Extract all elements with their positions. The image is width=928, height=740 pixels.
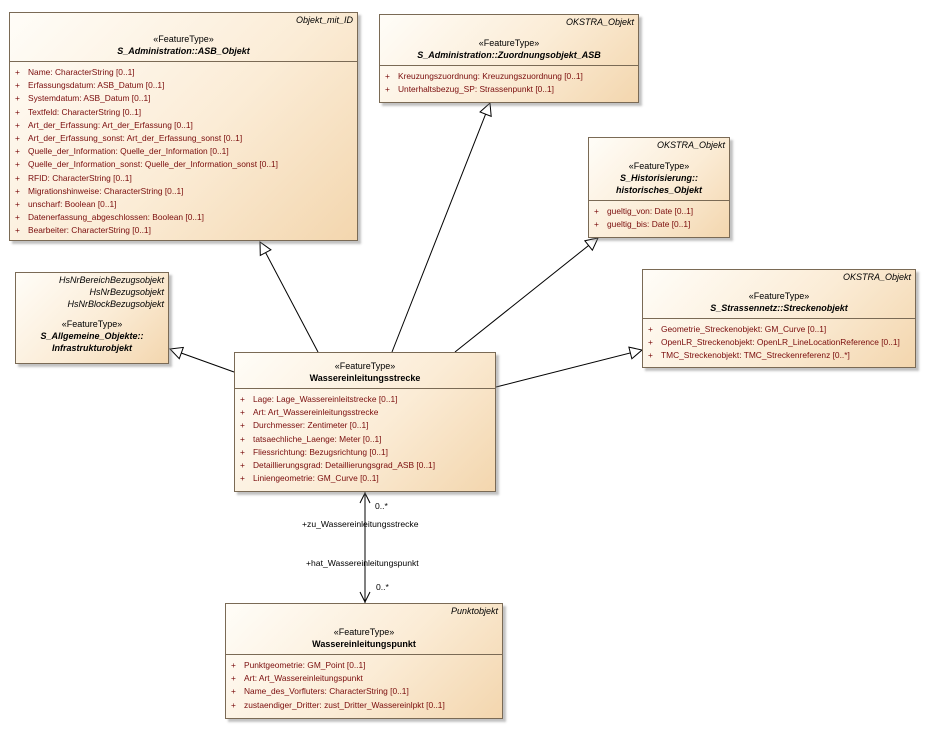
attribute: +Bearbeiter: CharacterString [0..1] (15, 225, 151, 236)
attribute: +Datenerfassung_abgeschlossen: Boolean [… (15, 212, 204, 223)
attribute-list: +Name: CharacterString [0..1] +Erfassung… (10, 61, 357, 241)
class-name: Wassereinleitungspunkt (312, 639, 416, 649)
attribute: +Textfeld: CharacterString [0..1] (15, 106, 142, 117)
class-wassereinleitungspunkt[interactable]: Punktobjekt «FeatureType» Wassereinleitu… (225, 603, 503, 719)
generalization-to-infrastrukturobjekt[interactable] (170, 349, 235, 373)
class-asb-objekt[interactable]: Objekt_mit_ID «FeatureType» S_Administra… (9, 12, 358, 241)
parent-class-label: OKSTRA_Objekt (565, 17, 634, 27)
attribute: +Art_der_Erfassung_sonst: Art_der_Erfass… (15, 133, 243, 144)
class-header: «FeatureType» Wassereinleitungsstrecke (235, 353, 495, 388)
attribute: +Detaillierungsgrad: Detaillierungsgrad_… (240, 460, 436, 471)
class-header: OKSTRA_Objekt «FeatureType» S_Historisie… (589, 138, 729, 200)
attribute: +Art: Art_Wassereinleitungspunkt (231, 673, 363, 684)
role-label-zu-wassereinleitungsstrecke: +zu_Wassereinleitungsstrecke (302, 519, 419, 529)
multiplicity-bottom: 0..* (376, 582, 389, 592)
attribute-list: +Geometrie_Streckenobjekt: GM_Curve [0..… (643, 318, 915, 366)
attribute: +Name_des_Vorfluters: CharacterString [0… (231, 686, 409, 697)
class-header: Punktobjekt «FeatureType» Wassereinleitu… (226, 604, 502, 654)
parent-class-labels: HsNrBereichBezugsobjekt HsNrBezugsobjekt… (58, 275, 164, 309)
attribute-list: +Punktgeometrie: GM_Point [0..1] +Art: A… (226, 654, 502, 715)
class-name: S_Historisierung:: (619, 173, 698, 183)
class-wassereinleitungsstrecke[interactable]: «FeatureType» Wassereinleitungsstrecke +… (234, 352, 496, 492)
stereotype: «FeatureType» (628, 161, 690, 171)
stereotype: «FeatureType» (61, 319, 123, 329)
class-name: S_Administration::Zuordnungsobjekt_ASB (417, 50, 601, 60)
attribute: +tatsaechliche_Laenge: Meter [0..1] (240, 433, 382, 444)
class-name-line-2: Infrastrukturobjekt (51, 343, 132, 353)
generalization-to-zuordnungsobjekt[interactable] (391, 103, 490, 353)
attribute: +Geometrie_Streckenobjekt: GM_Curve [0..… (648, 324, 827, 334)
multiplicity-top: 0..* (375, 501, 388, 511)
attribute: +Durchmesser: Zentimeter [0..1] (240, 420, 369, 431)
attribute: +Quelle_der_Information_sonst: Quelle_de… (15, 159, 279, 170)
stereotype: «FeatureType» (153, 34, 214, 44)
attribute: +Migrationshinweise: CharacterString [0.… (15, 185, 184, 196)
role-label-hat-wassereinleitungspunkt: +hat_Wassereinleitungspunkt (306, 558, 419, 568)
class-streckenobjekt[interactable]: OKSTRA_Objekt «FeatureType» S_Strassenne… (642, 269, 916, 368)
class-name: S_Allgemeine_Objekte:: (40, 331, 144, 341)
attribute-list: +gueltig_von: Date [0..1] +gueltig_bis: … (589, 200, 729, 234)
attribute: +OpenLR_Streckenobjekt: OpenLR_LineLocat… (648, 337, 900, 348)
attribute: +gueltig_bis: Date [0..1] (594, 219, 691, 230)
stereotype: «FeatureType» (478, 38, 540, 48)
attribute: +RFID: CharacterString [0..1] (15, 172, 132, 183)
class-name: Wassereinleitungsstrecke (309, 373, 421, 383)
attribute: +Liniengeometrie: GM_Curve [0..1] (240, 473, 379, 484)
parent-class-label: OKSTRA_Objekt (842, 272, 911, 282)
parent-class-label: Punktobjekt (450, 606, 498, 616)
attribute: +Systemdatum: ASB_Datum [0..1] (15, 93, 151, 104)
class-infrastrukturobjekt[interactable]: HsNrBereichBezugsobjekt HsNrBezugsobjekt… (15, 272, 169, 364)
attribute-list: +Kreuzungszuordnung: Kreuzungszuordnung … (380, 65, 638, 99)
generalization-to-asb-objekt[interactable] (260, 242, 319, 353)
parent-class-label: Objekt_mit_ID (295, 15, 353, 25)
class-name: S_Administration::ASB_Objekt (117, 46, 250, 56)
attribute: +Kreuzungszuordnung: Kreuzungszuordnung … (385, 71, 583, 81)
class-name: S_Strassennetz::Streckenobjekt (710, 303, 848, 313)
class-header: OKSTRA_Objekt «FeatureType» S_Administra… (380, 15, 638, 65)
attribute: +Erfassungsdatum: ASB_Datum [0..1] (15, 80, 165, 91)
attribute-list: +Lage: Lage_Wassereinleitstrecke [0..1] … (235, 388, 495, 488)
stereotype: «FeatureType» (334, 361, 396, 371)
parent-class-label: OKSTRA_Objekt (656, 140, 725, 150)
class-name-line-2: historisches_Objekt (615, 185, 703, 195)
class-zuordnungsobjekt-asb[interactable]: OKSTRA_Objekt «FeatureType» S_Administra… (379, 14, 639, 103)
stereotype: «FeatureType» (333, 627, 395, 637)
attribute: +Lage: Lage_Wassereinleitstrecke [0..1] (240, 394, 398, 404)
attribute: +Fliessrichtung: Bezugsrichtung [0..1] (240, 446, 388, 457)
attribute: +Quelle_der_Information: Quelle_der_Info… (15, 146, 229, 157)
attribute: +Unterhaltsbezug_SP: Strassenpunkt [0..1… (385, 84, 554, 95)
class-header: HsNrBereichBezugsobjekt HsNrBezugsobjekt… (16, 273, 168, 358)
generalization-to-streckenobjekt[interactable] (495, 350, 642, 388)
attribute: +TMC_Streckenobjekt: TMC_Streckenreferen… (648, 350, 850, 361)
attribute: +zustaendiger_Dritter: zust_Dritter_Wass… (231, 699, 445, 710)
class-header: OKSTRA_Objekt «FeatureType» S_Strassenne… (643, 270, 915, 318)
attribute: +Art: Art_Wassereinleitungsstrecke (240, 407, 379, 418)
generalization-to-historisches-objekt[interactable] (454, 238, 598, 353)
class-historisches-objekt[interactable]: OKSTRA_Objekt «FeatureType» S_Historisie… (588, 137, 730, 238)
attribute: +Name: CharacterString [0..1] (15, 67, 135, 77)
attribute: +Punktgeometrie: GM_Point [0..1] (231, 660, 366, 670)
attribute: +unscharf: Boolean [0..1] (15, 199, 117, 210)
attribute: +Art_der_Erfassung: Art_der_Erfassung [0… (15, 119, 193, 130)
attribute: +gueltig_von: Date [0..1] (594, 206, 694, 216)
stereotype: «FeatureType» (748, 291, 810, 301)
class-header: Objekt_mit_ID «FeatureType» S_Administra… (10, 13, 357, 61)
